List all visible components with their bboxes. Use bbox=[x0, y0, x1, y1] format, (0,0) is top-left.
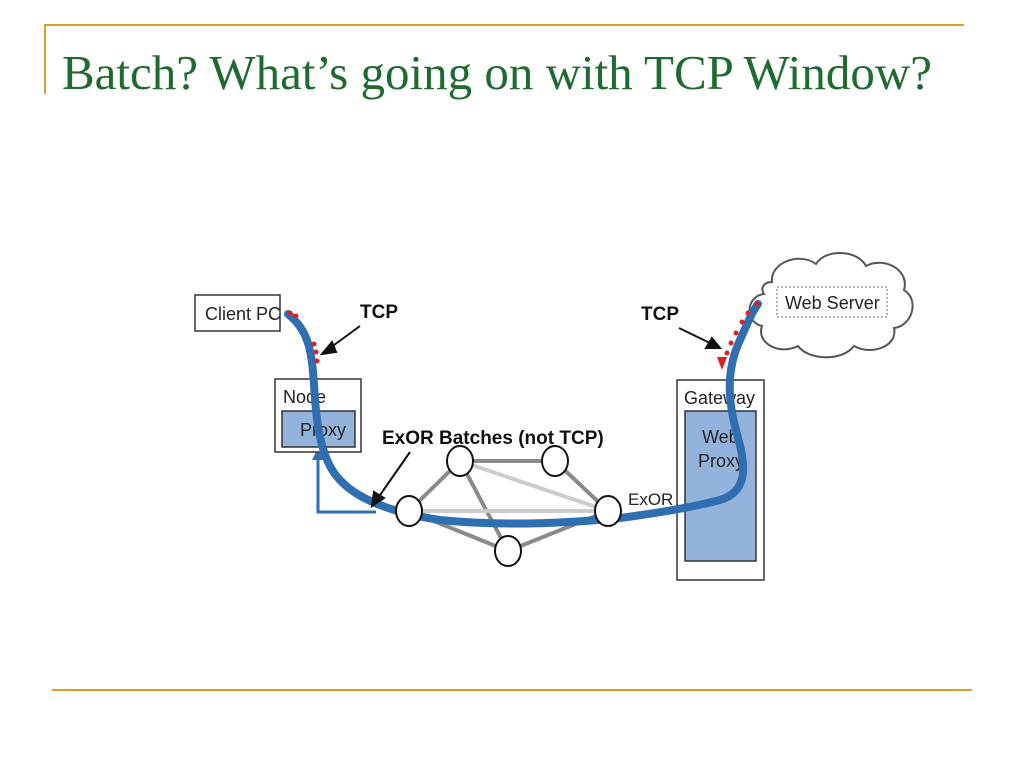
tcp-left-label: TCP bbox=[360, 302, 398, 323]
mesh-node bbox=[446, 445, 474, 477]
tcp-dot bbox=[754, 301, 760, 307]
tcp-right-arrow-line bbox=[678, 327, 713, 345]
tcp-left-arrow-line bbox=[329, 325, 361, 349]
return-arrowhead bbox=[312, 448, 324, 460]
web-proxy-line1: Web bbox=[702, 427, 739, 447]
mesh-node bbox=[541, 445, 569, 477]
client-pc-label: Client PC bbox=[205, 304, 281, 324]
mesh-link-faint bbox=[459, 459, 609, 513]
annotation-arrows bbox=[319, 325, 723, 509]
tcp-dot bbox=[745, 310, 751, 316]
tcp-right-arrowhead bbox=[704, 336, 723, 349]
exor-label: ExOR bbox=[628, 490, 673, 509]
tcp-dot bbox=[314, 358, 320, 364]
tcp-dot-arrowhead bbox=[717, 357, 727, 370]
tcp-right-label: TCP bbox=[641, 304, 679, 325]
return-arrow-line bbox=[316, 458, 376, 514]
tcp-dot bbox=[293, 313, 299, 319]
mesh-node bbox=[395, 495, 423, 527]
web-proxy-box bbox=[684, 410, 757, 562]
top-rule bbox=[44, 24, 964, 26]
tcp-dot bbox=[739, 319, 745, 325]
mesh-node bbox=[494, 535, 522, 567]
tcp-dot bbox=[724, 350, 730, 356]
return-arrow bbox=[312, 448, 376, 514]
exor-batches-label: ExOR Batches (not TCP) bbox=[382, 428, 604, 449]
exor-batches-arrow-line bbox=[377, 451, 411, 499]
mesh-link bbox=[458, 460, 510, 552]
web-proxy-line2: Proxy bbox=[698, 451, 744, 471]
web-server-label: Web Server bbox=[785, 293, 880, 313]
side-rule bbox=[44, 24, 46, 94]
node-proxy-label: Proxy bbox=[300, 420, 346, 440]
gateway-label: Gateway bbox=[684, 388, 755, 408]
mesh-node bbox=[594, 495, 622, 527]
data-path bbox=[284, 300, 762, 528]
web-server-box bbox=[776, 286, 888, 318]
tcp-dot bbox=[728, 340, 734, 346]
mesh-nodes bbox=[395, 445, 622, 567]
tcp-dots-right bbox=[717, 301, 760, 370]
node-label: Node bbox=[283, 387, 326, 407]
tcp-dot bbox=[311, 341, 317, 347]
exor-batches-arrowhead bbox=[370, 490, 386, 509]
tcp-dot bbox=[733, 330, 739, 336]
tcp-left-arrowhead bbox=[319, 340, 338, 356]
bottom-rule bbox=[52, 689, 972, 691]
tcp-dot bbox=[313, 349, 319, 355]
tcp-dots-left bbox=[287, 310, 320, 364]
client-pc-box bbox=[194, 294, 281, 332]
slide-title: Batch? What’s going on with TCP Window? bbox=[62, 45, 932, 100]
tcp-dot bbox=[287, 310, 293, 316]
